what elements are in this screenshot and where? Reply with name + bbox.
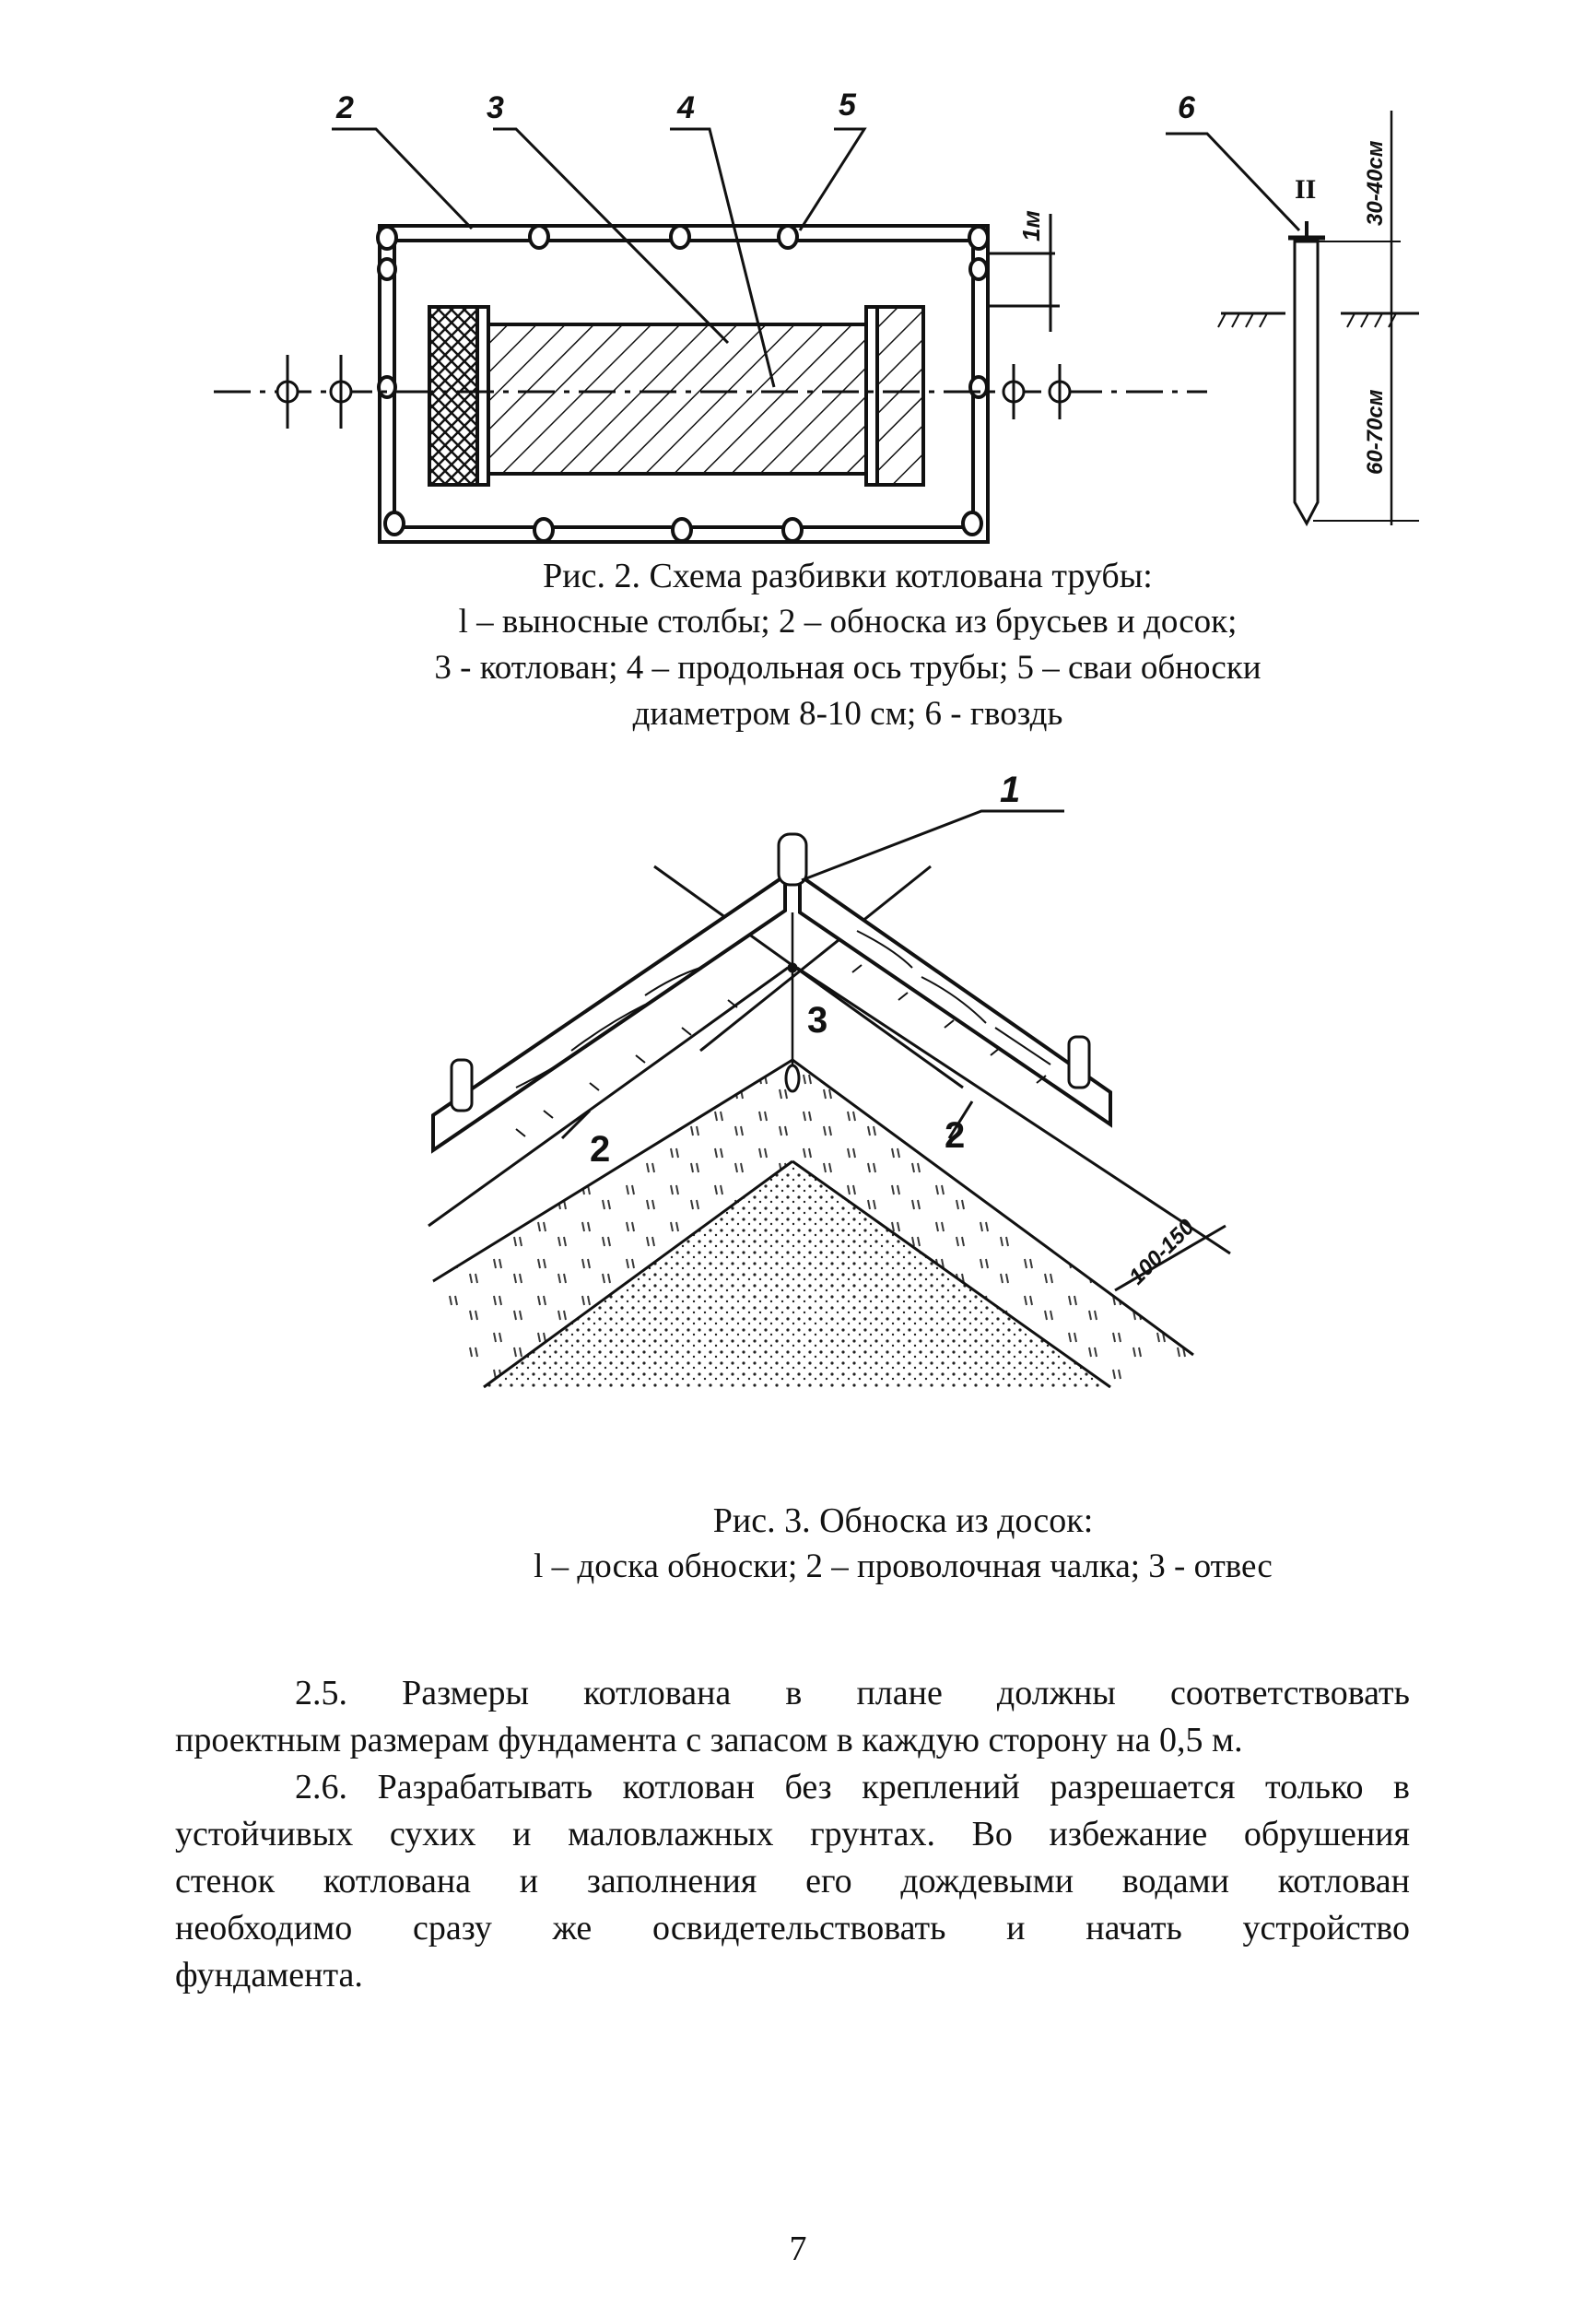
end-block-right xyxy=(874,305,925,487)
figure-2-diagram: 2 3 4 5 6 II 1м 30-40см 60-70см xyxy=(214,88,1419,544)
end-block-left xyxy=(428,305,479,487)
callout-3: 3 xyxy=(487,90,504,125)
leader-1 xyxy=(801,809,1064,882)
text-line: необходимо сразу же освидетельствовать и… xyxy=(175,1909,1410,1947)
pit-hatched xyxy=(482,323,868,476)
callout-4: 4 xyxy=(676,90,695,125)
paragraph-2-6: 2.6. Разрабатывать котлован без креплени… xyxy=(175,1764,1410,1999)
dim-100-150: 100-150 xyxy=(1124,1214,1200,1289)
text-line: 2.6. Разрабатывать котлован без креплени… xyxy=(295,1768,1410,1806)
leader-5 xyxy=(798,127,867,231)
dim-1m: 1м xyxy=(1017,210,1045,241)
caption-line: Рис. 2. Схема разбивки котлована трубы: xyxy=(543,557,1153,595)
board-left xyxy=(431,872,787,1154)
text-line: устойчивых сухих и маловлажных грунтах. … xyxy=(175,1815,1410,1853)
caption-line: Рис. 3. Обноска из досок: xyxy=(712,1501,1094,1540)
caption-line: 3 - котлован; 4 – продольная ось трубы; … xyxy=(434,649,1262,687)
page-number: 7 xyxy=(789,2230,807,2268)
leader-4 xyxy=(670,127,776,388)
text-line: фундамента. xyxy=(175,1956,363,1994)
outside-posts xyxy=(276,355,1072,429)
soil-band xyxy=(433,1060,1193,1387)
callout-6: 6 xyxy=(1178,90,1196,125)
roman-label-ii: II xyxy=(1295,174,1316,205)
corner-post xyxy=(777,832,808,887)
caption-line: l – доска обноски; 2 – проволочная чалка… xyxy=(534,1547,1273,1585)
text-line: проектным размерам фундамента с запасом … xyxy=(175,1721,1243,1759)
label-2-right: 2 xyxy=(945,1115,965,1156)
label-2-left: 2 xyxy=(590,1129,610,1170)
paragraph-2-5: 2.5. Размеры котлована в плане должны со… xyxy=(175,1670,1410,1764)
caption-line: l – выносные столбы; 2 – обноска из брус… xyxy=(458,603,1238,641)
leader-2 xyxy=(332,127,474,230)
board-right xyxy=(798,872,1112,1128)
callout-5: 5 xyxy=(839,88,857,123)
figure-2-caption: Рис. 2. Схема разбивки котлована трубы: … xyxy=(313,553,1382,737)
plumb-bob xyxy=(784,1064,801,1093)
figure-3-diagram: 1 2 2 3 100-150 xyxy=(428,774,1231,1389)
stake xyxy=(1293,240,1320,527)
label-3: 3 xyxy=(807,1000,827,1041)
leader-3 xyxy=(493,127,730,345)
callout-2: 2 xyxy=(335,90,354,125)
dim-30-40: 30-40см xyxy=(1363,140,1388,226)
callout-1: 1 xyxy=(1000,774,1020,810)
text-line: 2.5. Размеры котлована в плане должны со… xyxy=(295,1674,1410,1712)
soil-core xyxy=(484,1161,1110,1387)
dim-60-70: 60-70см xyxy=(1363,389,1388,475)
figure-3-caption: Рис. 3. Обноска из досок: l – доска обно… xyxy=(405,1498,1401,1590)
caption-line: диаметром 8-10 см; 6 - гвоздь xyxy=(632,695,1063,733)
text-line: стенок котлована и заполнения его дождев… xyxy=(175,1862,1410,1900)
leader-6 xyxy=(1166,132,1301,232)
piles xyxy=(376,224,990,543)
